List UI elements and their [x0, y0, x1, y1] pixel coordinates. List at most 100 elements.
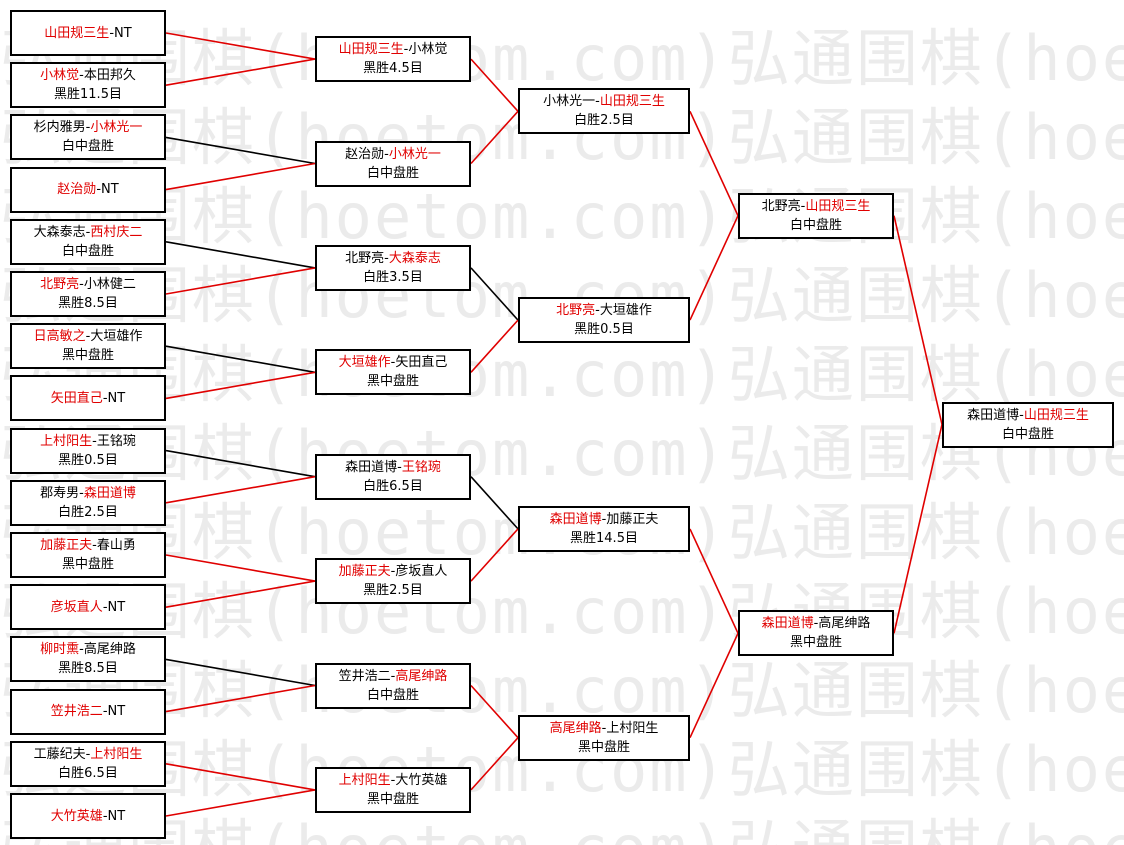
match-box: 北野亮-大垣雄作黑胜0.5目 — [518, 297, 690, 344]
match-players: 森田道博-加藤正夫 — [550, 510, 659, 529]
winner-name: 山田规三生 — [599, 94, 665, 110]
match-box: 大森泰志-西村庆二白中盘胜 — [10, 218, 166, 265]
match-result: 黑中盘胜 — [789, 635, 842, 651]
match-result: 黑中盘胜 — [61, 348, 114, 364]
separator: - — [397, 459, 402, 475]
separator: - — [1019, 407, 1024, 423]
match-players: 北野亮-大森泰志 — [345, 249, 441, 268]
match-box: 小林觉-本田邦久黑胜11.5目 — [10, 62, 166, 109]
loser-name: 大森泰志 — [33, 224, 86, 240]
match-box: 大竹英雄-NT — [10, 793, 166, 839]
winner-name: 北野亮 — [556, 303, 596, 319]
winner-name: 大竹英雄 — [50, 808, 103, 824]
separator: - — [390, 564, 396, 580]
loser-name: 郡寿男 — [40, 485, 80, 501]
match-box: 北野亮-小林健二黑胜8.5目 — [10, 271, 166, 317]
match-box: 工藤纪夫-上村阳生白胜6.5目 — [10, 740, 166, 787]
winner-name: 上村阳生 — [90, 746, 143, 762]
match-players: 森田道博-高尾绅路 — [762, 614, 871, 633]
winner-connector — [689, 215, 739, 321]
match-players: 北野亮-大垣雄作 — [556, 301, 652, 320]
loser-connector — [165, 449, 316, 478]
match-box: 高尾绅路-上村阳生黑中盘胜 — [518, 714, 690, 761]
winner-connector — [470, 737, 519, 791]
match-box: 加藤正夫-春山勇黑中盘胜 — [10, 532, 166, 578]
winner-connector — [165, 789, 316, 817]
winner-connector — [689, 632, 739, 739]
separator: - — [79, 642, 84, 658]
winner-name: 森田道博 — [83, 485, 136, 501]
winner-connector — [470, 110, 519, 165]
match-result: 黑胜14.5目 — [570, 530, 638, 546]
match-box: 笠井浩二-高尾绅路白中盘胜 — [315, 662, 471, 709]
match-box: 彦坂直人-NT — [10, 584, 166, 631]
loser-name: 笠井浩二 — [338, 668, 391, 684]
loser-connector — [165, 241, 316, 269]
winner-name: 高尾绅路 — [549, 720, 602, 736]
separator: - — [96, 182, 102, 198]
match-players: 小林觉-本田邦久 — [40, 66, 136, 85]
winner-name: 小林光一 — [388, 146, 441, 162]
loser-name: 小林觉 — [408, 42, 448, 58]
winner-connector — [689, 528, 739, 634]
match-players: 大森泰志-西村庆二 — [34, 223, 143, 242]
loser-name: 赵治勋 — [345, 146, 385, 162]
winner-connector — [165, 554, 316, 582]
winner-name: 柳时熏 — [40, 642, 80, 658]
loser-name: NT — [107, 704, 126, 720]
match-players: 山田规三生-NT — [44, 24, 131, 43]
winner-name: 山田规三生 — [1023, 407, 1089, 423]
separator: - — [102, 390, 108, 406]
match-result: 黑中盘胜 — [366, 374, 419, 390]
loser-name: 矢田直己 — [395, 355, 448, 371]
winner-connector — [689, 110, 739, 217]
loser-connector — [165, 136, 316, 165]
separator: - — [595, 94, 600, 110]
loser-name: 加藤正夫 — [606, 511, 659, 527]
match-players: 大竹英雄-NT — [51, 807, 125, 826]
match-result: 黑胜8.5目 — [58, 296, 118, 311]
loser-name: 本田邦久 — [83, 68, 136, 84]
winner-name: 森田道博 — [761, 616, 814, 632]
loser-connector — [165, 345, 316, 374]
match-players: 小林光一-山田规三生 — [543, 92, 665, 111]
match-players: 森田道博-王铭琬 — [345, 458, 441, 477]
match-result: 黑胜4.5目 — [363, 61, 423, 77]
winner-name: 王铭琬 — [401, 459, 441, 475]
loser-name: NT — [107, 390, 126, 406]
winner-name: 笠井浩二 — [50, 704, 103, 720]
winner-connector — [165, 162, 316, 191]
loser-name: 小林健二 — [83, 277, 136, 292]
winner-connector — [165, 763, 316, 791]
winner-name: 上村阳生 — [40, 433, 93, 449]
winner-name: 森田道博 — [549, 511, 602, 527]
separator: - — [102, 599, 108, 615]
winner-name: 大垣雄作 — [338, 355, 391, 371]
winner-name: 小林觉 — [40, 68, 80, 84]
match-result: 白中盘胜 — [1001, 426, 1054, 442]
separator: - — [109, 25, 115, 41]
winner-connector — [470, 58, 519, 112]
loser-name: 森田道博 — [345, 459, 398, 475]
match-players: 日高敏之-大垣雄作 — [34, 327, 143, 346]
match-box: 森田道博-加藤正夫黑胜14.5目 — [518, 505, 690, 552]
match-players: 赵治勋-小林光一 — [345, 145, 441, 164]
winner-connector — [165, 32, 316, 60]
match-players: 北野亮-小林健二 — [40, 275, 136, 294]
winner-name: 北野亮 — [40, 277, 80, 292]
match-players: 加藤正夫-春山勇 — [40, 536, 136, 555]
loser-name: NT — [107, 599, 126, 615]
match-box: 赵治勋-小林光一白中盘胜 — [315, 140, 471, 187]
match-result: 黑胜0.5目 — [58, 452, 118, 468]
loser-name: 上村阳生 — [606, 720, 659, 736]
match-result: 黑胜8.5目 — [58, 661, 118, 677]
separator: - — [390, 668, 396, 684]
match-players: 矢田直己-NT — [51, 389, 125, 408]
loser-name: 大竹英雄 — [395, 772, 448, 788]
loser-connector — [165, 658, 316, 687]
winner-name: 上村阳生 — [338, 772, 391, 788]
match-result: 白中盘胜 — [366, 687, 419, 703]
match-result: 白胜6.5目 — [363, 478, 423, 494]
match-box: 加藤正夫-彦坂直人黑胜2.5目 — [315, 558, 471, 605]
match-result: 黑胜11.5目 — [54, 87, 122, 103]
